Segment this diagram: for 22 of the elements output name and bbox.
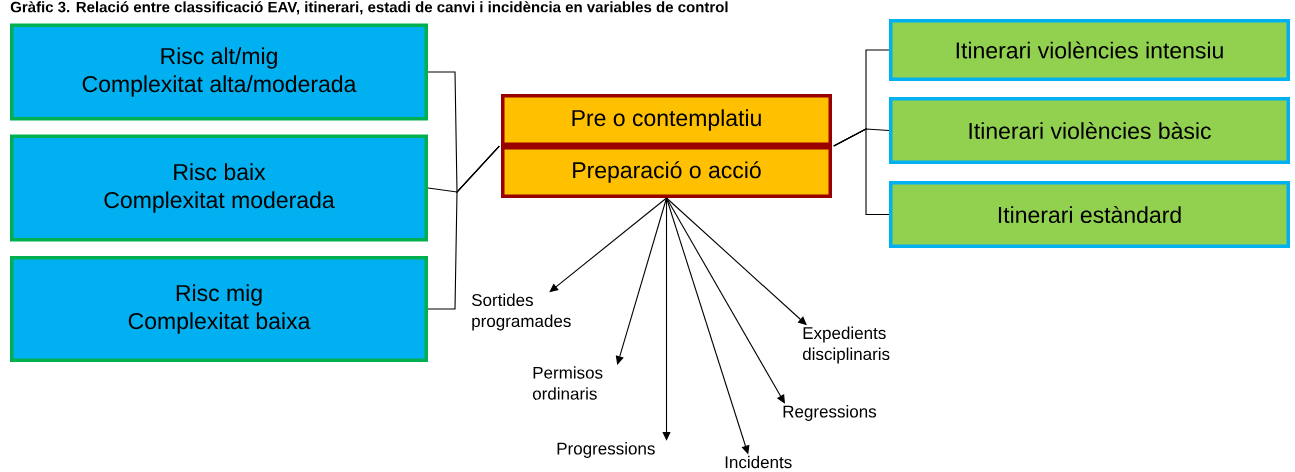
- connector-line: [427, 145, 500, 310]
- category-box: Risc mig Complexitat baixa: [10, 256, 428, 362]
- itinerary-box: Itinerari violències intensiu: [889, 19, 1290, 81]
- outcome-label: Progressions: [557, 442, 655, 458]
- outcome-label: Permisos ordinaris: [532, 366, 603, 400]
- category-box: Risc alt/mig Complexitat alta/moderada: [10, 23, 428, 121]
- outcome-label: Incidents: [725, 455, 792, 469]
- connector-line: [833, 128, 890, 216]
- stage-box: Pre o contemplatiu: [501, 94, 832, 146]
- arrow: [665, 197, 807, 326]
- itinerary-box: Itinerari estàndard: [889, 181, 1290, 248]
- arrow: [665, 197, 785, 404]
- outcome-label: Sortides programades: [472, 293, 571, 331]
- arrow: [615, 197, 668, 365]
- itinerary-box: Itinerari violències bàsic: [889, 97, 1290, 164]
- category-box: Risc baix Complexitat moderada: [10, 134, 428, 242]
- arrow: [662, 197, 671, 441]
- outcome-label: Expedients disciplinaris: [802, 326, 890, 364]
- title: Gràfic 3. Relació entre classificació EAV, itinerari, estadi de canvi i incidència en variables de control: [10, 1, 728, 15]
- outcome-label: Regressions: [783, 405, 877, 421]
- stage-box: Preparació o acció: [501, 146, 832, 198]
- arrow: [549, 197, 668, 293]
